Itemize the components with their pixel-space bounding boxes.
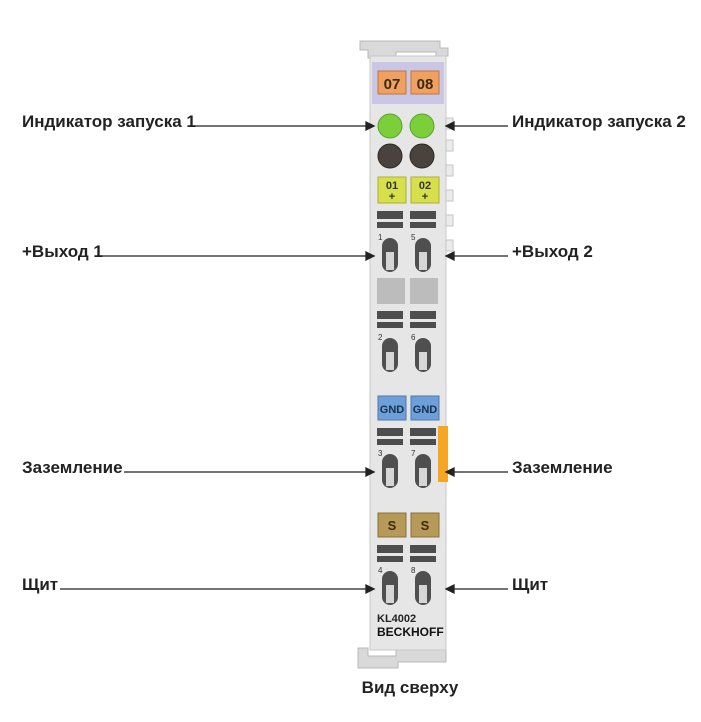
channel-label-box-1 [377, 70, 407, 95]
terminal-number-8: 8 [411, 566, 416, 575]
led-off-2 [409, 143, 435, 169]
shield-label-box-2 [410, 512, 440, 538]
top-rail-clip [359, 40, 449, 59]
callout-run-led-2: Индикатор запуска 2 [512, 112, 686, 131]
channel-label-1: 07 [384, 76, 401, 93]
run-led-2 [409, 113, 435, 139]
channel-label-box-2 [410, 70, 440, 95]
callout-ground-left: Заземление [22, 458, 123, 477]
gnd-label-2: GND [413, 404, 438, 416]
gnd-label-box-2 [410, 395, 440, 421]
output-label-1-top: 01 [386, 180, 398, 192]
brand-name: BECKHOFF [377, 625, 444, 639]
callout-ground-right: Заземление [512, 458, 613, 477]
shield-label-box-1 [377, 512, 407, 538]
leader-lines [60, 120, 508, 595]
output-label-box-1 [377, 176, 407, 204]
shield-label-1: S [388, 518, 397, 533]
output-label-2-top: 02 [419, 180, 431, 192]
view-caption: Вид сверху [361, 678, 459, 697]
callout-output-1: +Выход 1 [22, 242, 103, 261]
side-contacts [445, 117, 454, 252]
terminal-number-7: 7 [411, 449, 416, 458]
gnd-label-1: GND [380, 404, 405, 416]
callout-shield-left: Щит [22, 575, 59, 594]
output-label-1-bottom: + [389, 191, 395, 203]
terminal-number-2: 2 [378, 333, 383, 342]
terminal-row-4 [377, 545, 436, 605]
shield-label-2: S [421, 518, 430, 533]
led-off-1 [377, 143, 403, 169]
terminal-number-1: 1 [378, 233, 383, 242]
bottom-rail-clip [357, 647, 447, 669]
callout-shield-right: Щит [512, 575, 549, 594]
blank-block-1 [377, 278, 405, 304]
power-contact-strip [438, 426, 448, 482]
model-name: KL4002 [377, 613, 416, 625]
blank-block-2 [410, 278, 438, 304]
terminal-row-3 [377, 428, 436, 488]
terminal-row-1 [377, 211, 436, 272]
output-label-box-2 [410, 176, 440, 204]
channel-label-2: 08 [417, 76, 434, 93]
callout-run-led-1: Индикатор запуска 1 [22, 112, 196, 131]
terminal-number-4: 4 [378, 566, 383, 575]
run-led-1 [377, 113, 403, 139]
gnd-label-box-1 [377, 395, 407, 421]
terminal-number-6: 6 [411, 333, 416, 342]
terminal-row-2 [377, 311, 436, 372]
terminal-number-3: 3 [378, 449, 383, 458]
terminal-number-5: 5 [411, 233, 416, 242]
output-label-2-bottom: + [422, 191, 428, 203]
callout-output-2: +Выход 2 [512, 242, 593, 261]
